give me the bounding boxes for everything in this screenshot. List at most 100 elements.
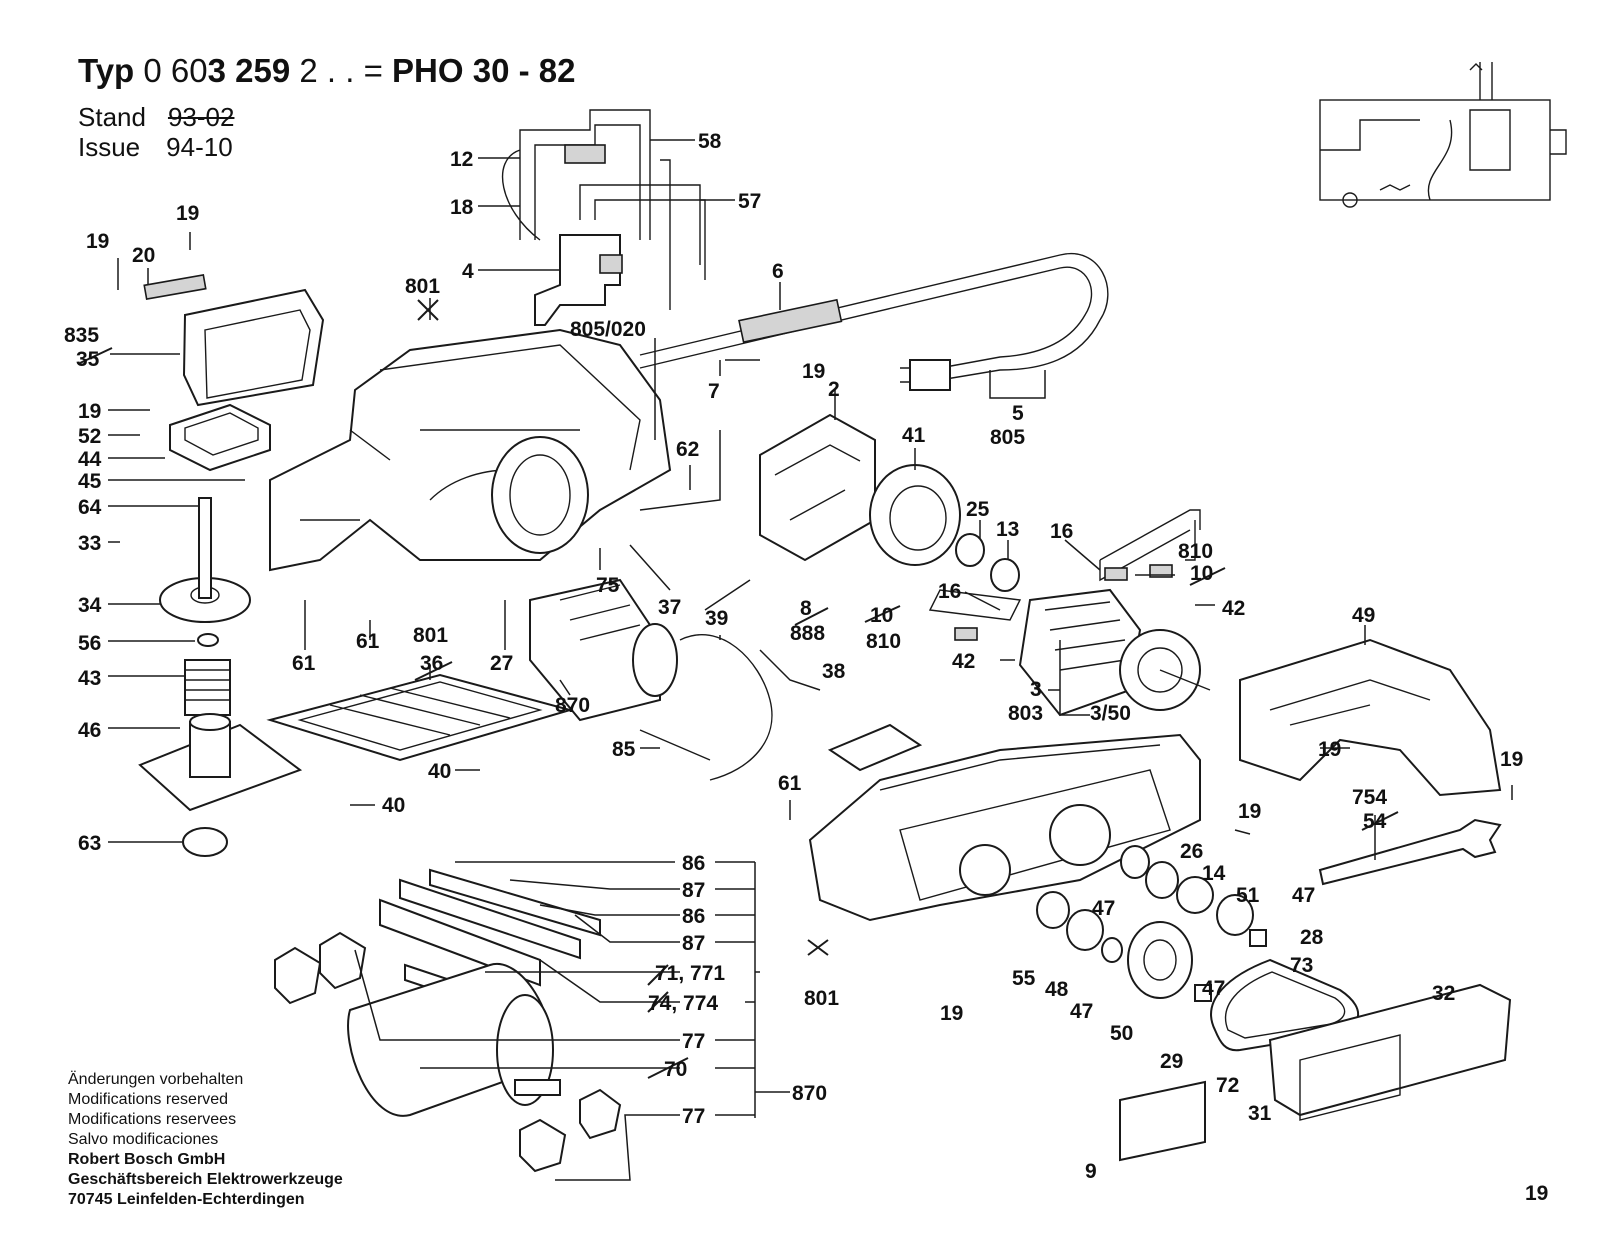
- guard-85: [639, 634, 773, 781]
- callout-18: 18: [450, 196, 474, 219]
- callout-36: 36: [420, 652, 443, 675]
- callout-74-774: 74, 774: [648, 992, 718, 1015]
- callout-8: 8: [800, 597, 812, 620]
- callout-40-right: 40: [428, 760, 451, 783]
- callout-85: 85: [612, 738, 636, 761]
- callout-19-guard-end: 19: [1500, 748, 1523, 771]
- callout-803: 803: [1008, 702, 1043, 725]
- callout-754: 754: [1352, 786, 1387, 809]
- callout-40-bottom: 40: [382, 794, 405, 817]
- callout-labels: 12 58 18 57 4 6 19 19 20 801 835 35 805/…: [64, 130, 1548, 1205]
- brush-spring: [928, 589, 1022, 621]
- callout-44: 44: [78, 448, 102, 471]
- issue-label: Issue: [78, 132, 141, 162]
- callout-31: 31: [1248, 1102, 1272, 1125]
- callout-26: 26: [1180, 840, 1203, 863]
- ring-48: [1066, 909, 1104, 951]
- callout-870-upper: 870: [555, 694, 590, 717]
- callout-75: 75: [596, 574, 620, 597]
- callout-19-lower: 19: [940, 1002, 963, 1025]
- callout-87-b: 87: [682, 932, 705, 955]
- typ-suffix: 2 . . =: [299, 52, 383, 89]
- company-division: Geschäftsbereich Elektrowerkzeuge: [68, 1171, 343, 1188]
- knob-left-b: [319, 931, 367, 990]
- callout-16-mid: 16: [938, 580, 961, 603]
- callout-5: 5: [1012, 402, 1024, 425]
- callout-35: 35: [76, 348, 100, 371]
- callout-45: 45: [78, 470, 102, 493]
- callout-19-guard: 19: [1318, 738, 1341, 761]
- callout-10-top: 10: [1190, 562, 1213, 585]
- nut-73: [1249, 929, 1267, 947]
- armature: [1018, 588, 1211, 717]
- callout-805: 805: [990, 426, 1025, 449]
- callout-9: 9: [1085, 1160, 1097, 1183]
- callout-52: 52: [78, 425, 101, 448]
- callout-12: 12: [450, 148, 473, 171]
- callout-87-a: 87: [682, 879, 705, 902]
- note-en: Modifications reserved: [68, 1091, 229, 1108]
- front-shoe: [138, 713, 303, 812]
- carbon-brush: [564, 144, 606, 164]
- callout-57: 57: [738, 190, 761, 213]
- stand-value: 93-02: [167, 102, 235, 132]
- callout-6: 6: [772, 260, 784, 283]
- callout-41: 41: [902, 424, 926, 447]
- bearing-55: [1036, 891, 1070, 929]
- callout-32: 32: [1432, 982, 1455, 1005]
- ring-26: [1120, 845, 1150, 879]
- strike-marks: [79, 299, 1399, 1079]
- callout-888: 888: [790, 622, 825, 645]
- callout-28: 28: [1300, 926, 1324, 949]
- callout-50: 50: [1110, 1022, 1133, 1045]
- nut-72: [1194, 984, 1212, 1002]
- motor-housing: [269, 328, 672, 572]
- callout-38: 38: [822, 660, 846, 683]
- depth-knob: [159, 497, 251, 716]
- callout-27: 27: [490, 652, 513, 675]
- callout-86-b: 86: [682, 905, 705, 928]
- callout-49: 49: [1352, 604, 1375, 627]
- callout-14: 14: [1202, 862, 1226, 885]
- issue-value: 94-10: [166, 132, 233, 162]
- wiring-schematic: [1319, 62, 1567, 208]
- callout-810-top: 810: [1178, 540, 1213, 563]
- callout-42-mid: 42: [952, 650, 975, 673]
- callout-64: 64: [78, 496, 102, 519]
- callout-70: 70: [664, 1058, 687, 1081]
- callout-55: 55: [1012, 967, 1036, 990]
- callout-61-mid: 61: [356, 630, 380, 653]
- callout-801-top: 801: [405, 275, 440, 298]
- company-address: 70745 Leinfelden-Echterdingen: [68, 1191, 305, 1208]
- cover-835: [143, 273, 325, 407]
- planer-base: [808, 723, 1201, 922]
- typ-number-bold: 3 259: [207, 52, 291, 89]
- callout-7: 7: [708, 380, 720, 403]
- field-housing-870: [529, 578, 678, 722]
- callout-51: 51: [1236, 884, 1260, 907]
- company-name: Robert Bosch GmbH: [68, 1151, 226, 1168]
- callout-62: 62: [676, 438, 699, 461]
- spanner: [1318, 818, 1502, 886]
- pulley-29: [1127, 921, 1193, 999]
- note-de: Änderungen vorbehalten: [68, 1071, 244, 1088]
- knob-right-a: [579, 1088, 622, 1140]
- bearing-25: [955, 533, 985, 567]
- callout-71-771: 71, 771: [655, 962, 725, 985]
- callout-16-top: 16: [1050, 520, 1073, 543]
- callout-77-a: 77: [682, 1030, 705, 1053]
- typ-prefix: Typ: [78, 52, 135, 89]
- bearing-14: [1145, 861, 1179, 899]
- callout-19-lower-right: 19: [1238, 800, 1261, 823]
- mains-cable: [639, 252, 1109, 391]
- callout-801-mid: 801: [413, 624, 448, 647]
- label-plate-9: [1119, 1080, 1206, 1162]
- callout-61-left: 61: [292, 652, 316, 675]
- callout-77-b: 77: [682, 1105, 705, 1128]
- bearing-13: [990, 558, 1020, 592]
- issue-line: Issue 94-10: [78, 132, 233, 163]
- callout-47-mid: 47: [1202, 977, 1225, 1000]
- callout-835: 835: [64, 324, 99, 347]
